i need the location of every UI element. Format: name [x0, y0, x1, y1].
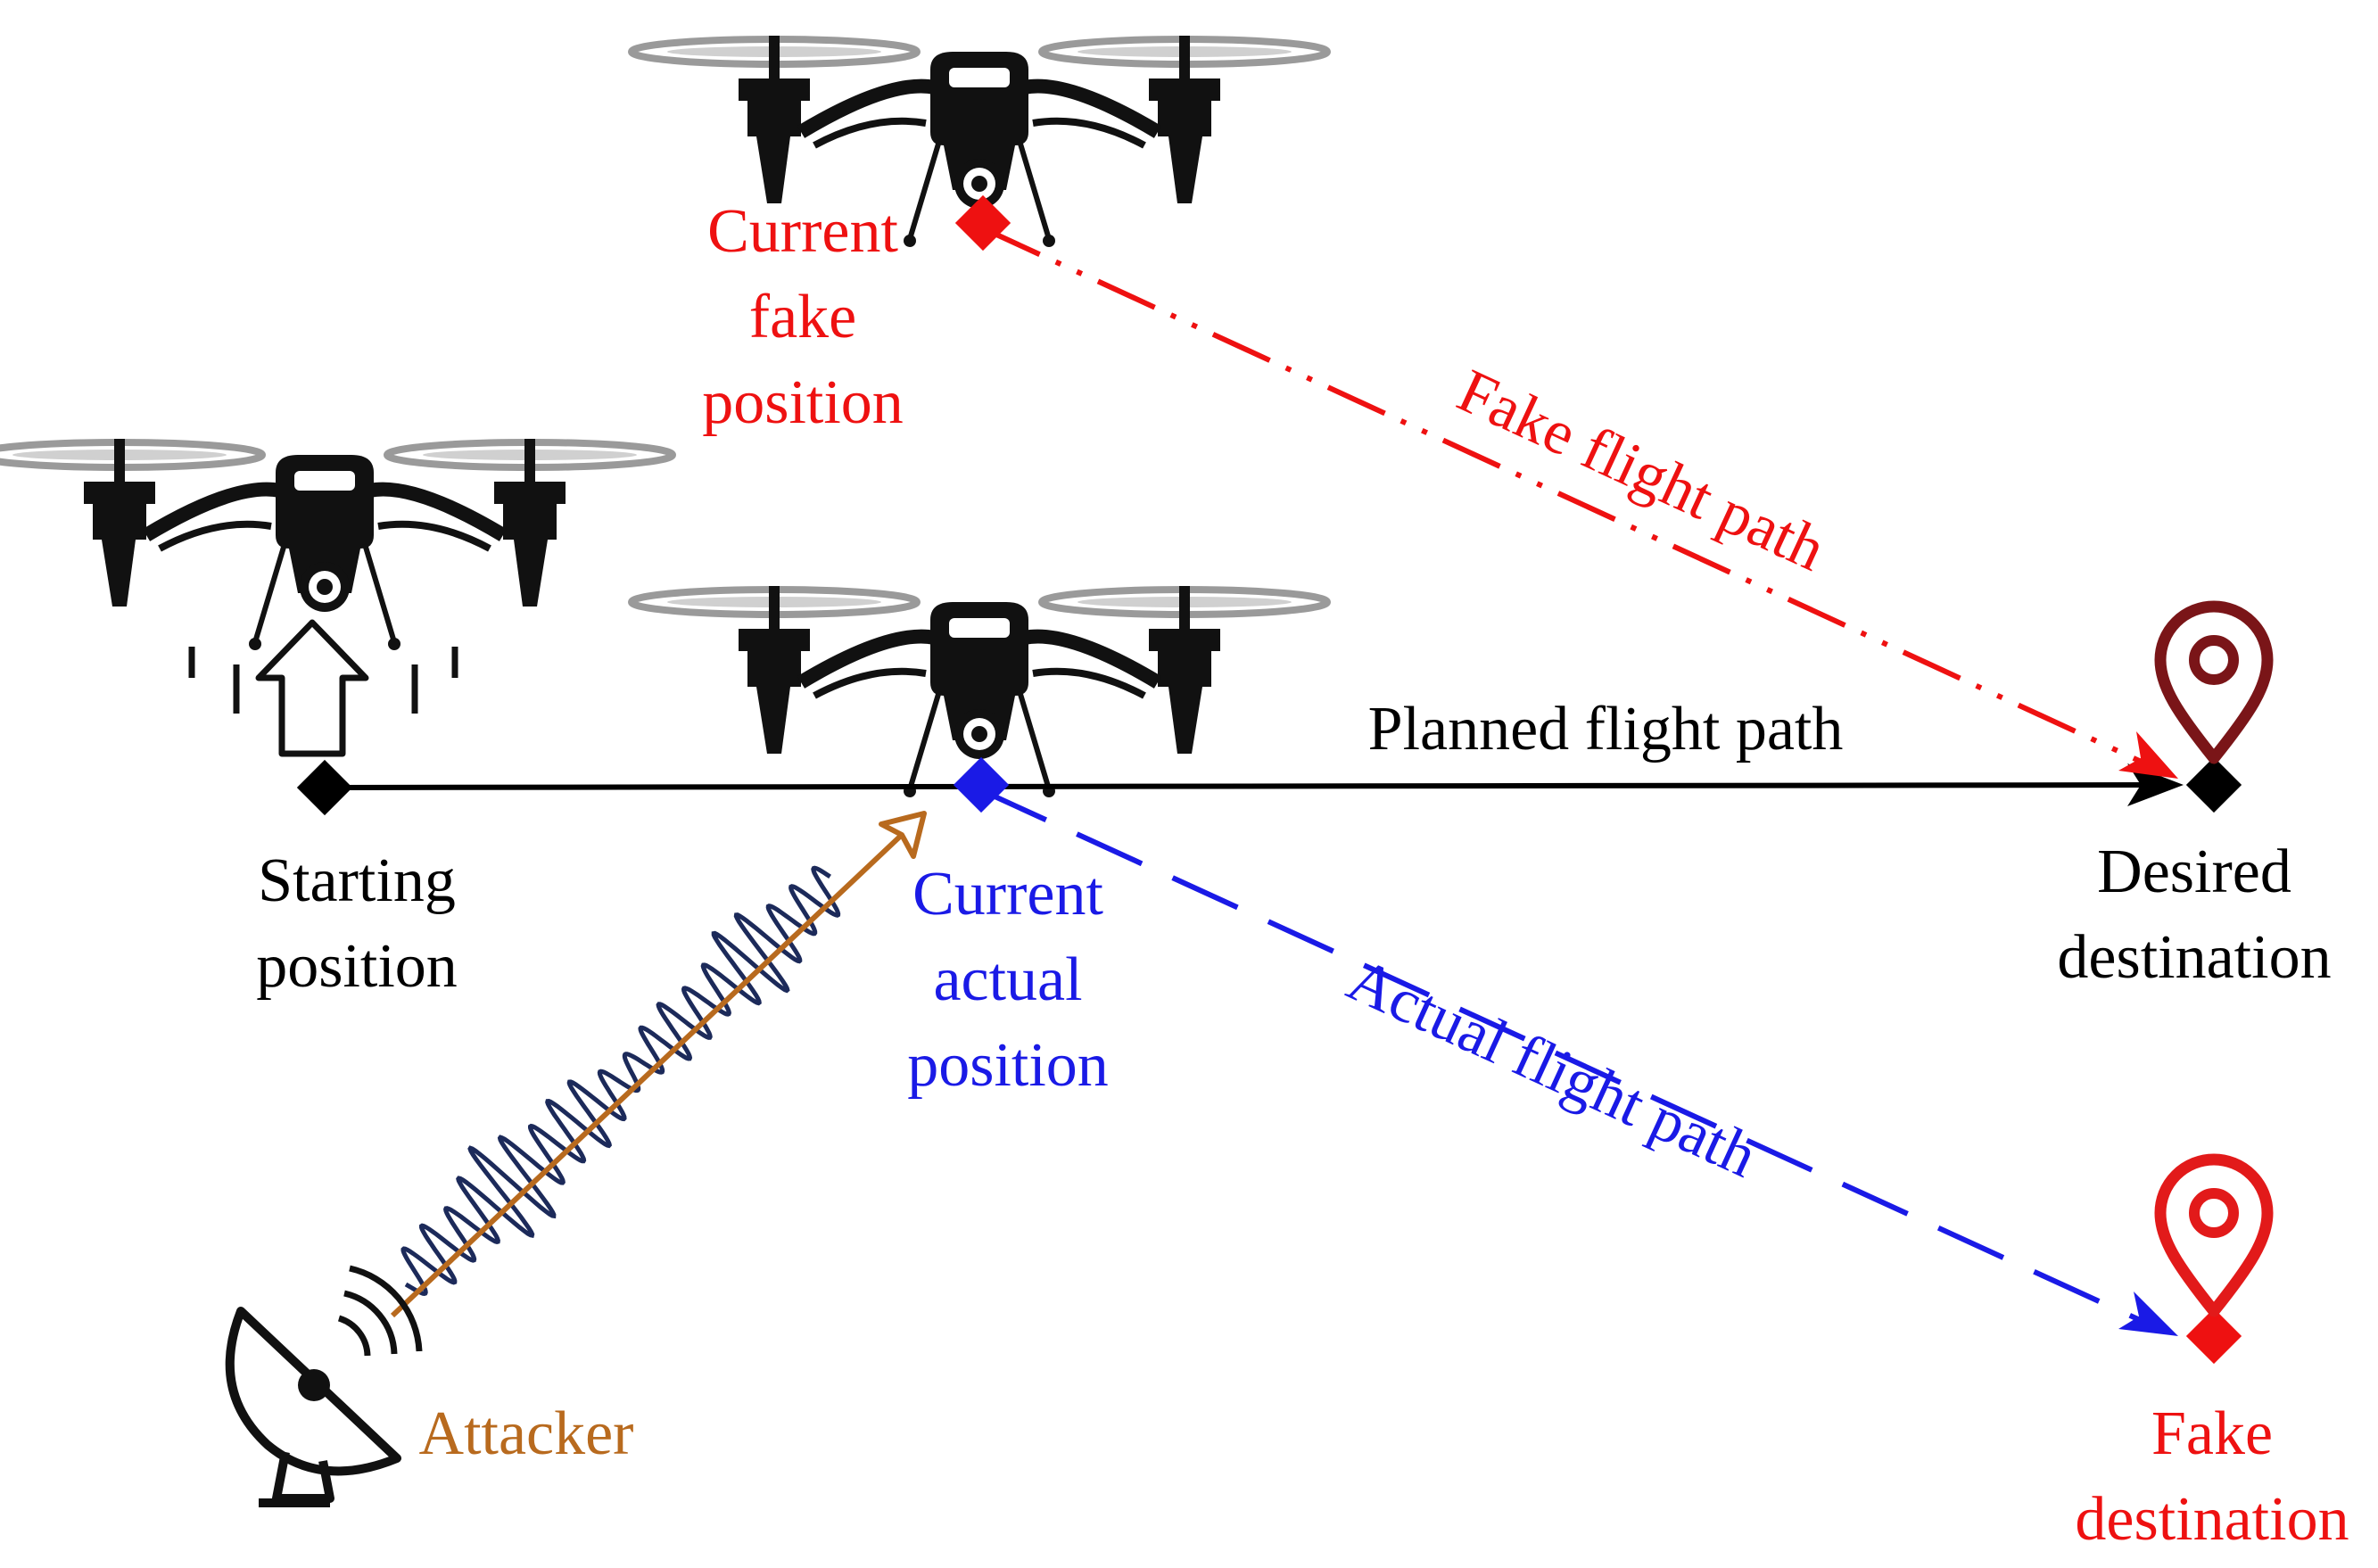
- location-pin-icon-desired: [2154, 600, 2274, 764]
- desired-destination-label-line1: Desired: [2097, 838, 2291, 906]
- current-actual-position-label-line3: position: [907, 1031, 1109, 1100]
- actual-flight-path-line: [979, 788, 2178, 1336]
- fake-destination-label-line2: destination: [2075, 1485, 2349, 1554]
- attacker-label: Attacker: [418, 1399, 634, 1468]
- planned-flight-path-line: [324, 763, 2184, 806]
- starting-position-label-line1: Starting: [258, 846, 456, 915]
- current-actual-position-label: Current actual position: [856, 852, 1160, 1109]
- fake-flight-path-line: [981, 226, 2178, 779]
- up-arrow-icon: [188, 619, 458, 757]
- drone-icon-starting: [0, 439, 673, 650]
- current-fake-position-label-line2: fake: [748, 283, 857, 351]
- planned-flight-path-label: Planned flight path: [1367, 695, 1844, 763]
- fake-destination-label-line1: Fake: [2151, 1399, 2274, 1468]
- current-fake-position-label: Current fake position: [660, 189, 945, 446]
- current-actual-position-label-line2: actual: [933, 945, 1083, 1014]
- current-fake-position-label-line1: Current: [707, 197, 898, 266]
- starting-position-label-line2: position: [256, 932, 458, 1001]
- desired-destination-marker: [2185, 756, 2242, 813]
- fake-destination-label: Fake destination: [2052, 1391, 2373, 1563]
- starting-position-marker: [296, 759, 353, 816]
- starting-position-label: Starting position: [196, 838, 517, 1010]
- current-actual-position-marker: [953, 756, 1010, 813]
- satellite-dish-icon: [225, 1265, 423, 1507]
- current-actual-position-label-line1: Current: [912, 860, 1103, 928]
- desired-destination-label: Desired destination: [2034, 829, 2355, 1001]
- current-fake-position-label-line3: position: [702, 368, 904, 437]
- jamming-signal-wave: [400, 865, 841, 1297]
- location-pin-icon-fake: [2154, 1153, 2274, 1317]
- attacker-signal-arrow: [390, 811, 927, 1318]
- current-fake-position-marker: [954, 194, 1011, 252]
- desired-destination-label-line2: destination: [2057, 923, 2332, 992]
